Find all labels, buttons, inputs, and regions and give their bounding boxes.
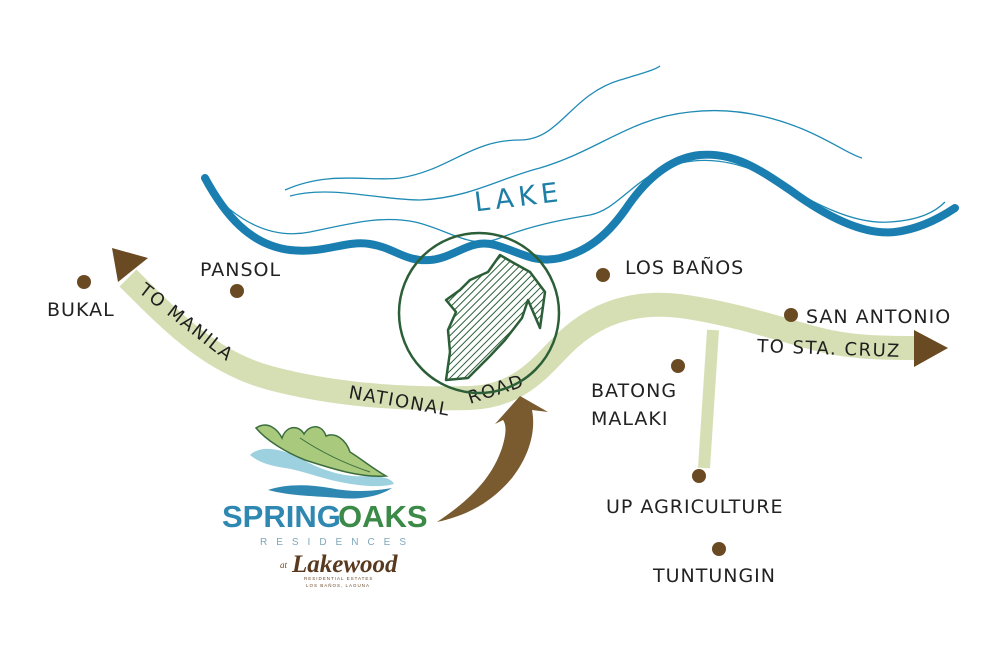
brand-developer-tagline: RESIDENTIAL ESTATES [304,576,373,581]
marker-pansol [230,284,244,298]
brand-subtitle: RESIDENCES [260,537,415,548]
national-road [119,269,916,411]
marker-tuntungin [712,542,726,556]
marker-up-agriculture [692,469,706,483]
place-label-malaki: MALAKI [591,408,668,430]
site-parcel [444,253,547,382]
oak-leaf-icon [250,424,394,499]
spring-oaks-logo: SPRING OAKS RESIDENCES at Lakewood RESID… [222,424,428,588]
brand-developer: Lakewood [291,551,398,578]
brand-name-oaks: OAKS [338,499,428,534]
place-label-bukal: BUKAL [47,299,115,321]
place-label-up-agriculture: UP AGRICULTURE [606,496,783,518]
road-label-to-manila: TO MANILA [134,279,237,366]
road-label-to-sta-cruz: TO STA. CRUZ [756,336,901,362]
lake-waves [204,65,946,243]
site-highlight-circle [397,231,561,395]
brand-developer-location: LOS BAÑOS, LAGUNA [306,582,370,588]
side-road [698,329,719,469]
marker-batong-malaki [671,359,685,373]
pointer-arrow-icon [437,396,548,522]
place-label-pansol: PANSOL [200,259,281,281]
marker-san-antonio [784,308,798,322]
place-label-san-antonio: SAN ANTONIO [806,306,951,328]
marker-bukal [77,275,91,289]
place-label-los-banos: LOS BAÑOS [625,256,744,279]
brand-at: at [280,560,288,570]
place-label-tuntungin: TUNTUNGIN [652,565,776,587]
arrow-to-manila-icon [112,248,148,282]
place-label-batong: BATONG [591,380,677,402]
brand-name-spring: SPRING [222,499,341,534]
arrow-to-sta-cruz-icon [914,330,948,367]
lake-shoreline [201,150,959,265]
marker-los-banos [596,268,610,282]
lake-label: LAKE [473,177,565,219]
